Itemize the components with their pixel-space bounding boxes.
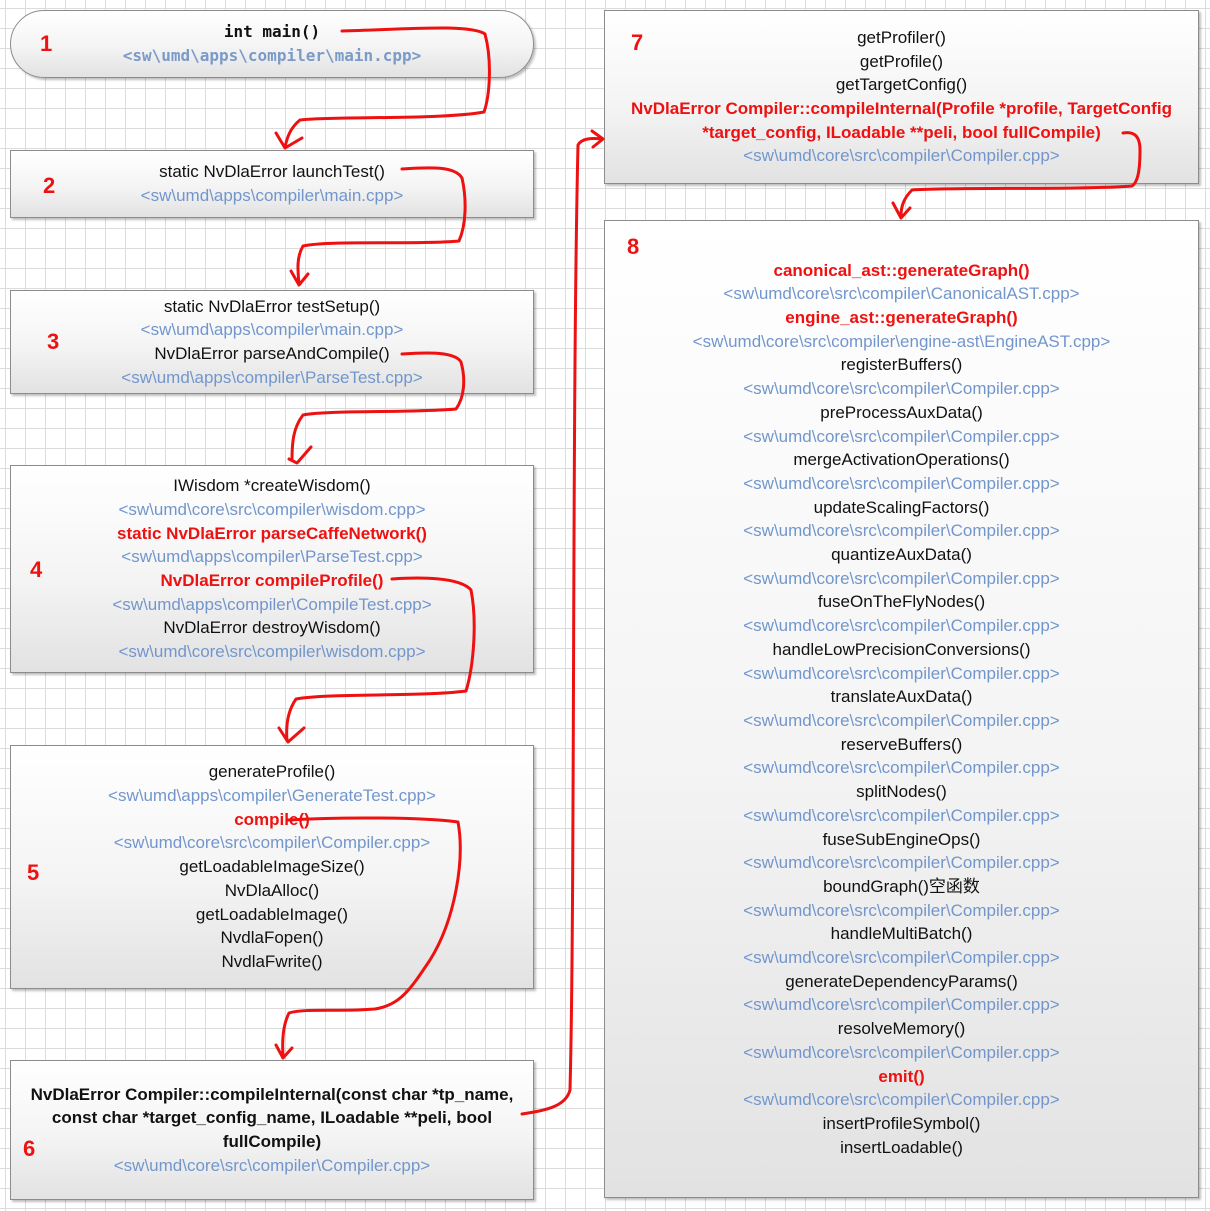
step-box-8: canonical_ast::generateGraph()<sw\umd\co… — [604, 220, 1199, 1198]
function-label: getProfile() — [859, 51, 944, 71]
arrow-3-to-4 — [287, 351, 466, 465]
function-label: static NvDlaError testSetup() — [163, 296, 381, 316]
function-label: NvdlaFwrite() — [221, 951, 323, 971]
function-label: mergeActivationOperations() — [793, 450, 1010, 470]
source-path-label: <sw\umd\apps\compiler\main.cpp> — [122, 46, 422, 65]
source-path-label: <sw\umd\apps\compiler\main.cpp> — [140, 186, 404, 205]
function-label: NvDlaError parseAndCompile() — [154, 344, 390, 363]
function-label: NvDlaError destroyWisdom() — [163, 618, 381, 638]
function-label: quantizeAuxData() — [831, 545, 972, 565]
function-label: preProcessAuxData() — [820, 402, 983, 422]
source-path-label: <sw\umd\core\src\compiler\Compiler.cpp> — [743, 853, 1060, 873]
step-number-5: 5 — [27, 860, 40, 885]
source-path-label: <sw\umd\core\src\compiler\Compiler.cpp> — [743, 758, 1060, 778]
source-path-label: <sw\umd\core\src\compiler\Compiler.cpp> — [743, 805, 1060, 825]
source-path-label: <sw\umd\core\src\compiler\Compiler.cpp> — [743, 711, 1060, 730]
step-number-1: 1 — [40, 31, 53, 56]
arrow-7-to-8 — [891, 131, 1142, 220]
arrow-6-to-7 — [520, 129, 605, 1116]
step-box-5: generateProfile() <sw\umd\apps\compiler\G… — [10, 745, 534, 989]
step-number-2: 2 — [43, 173, 56, 198]
source-path-label: <sw\umd\core\src\compiler\wisdom.cpp> — [118, 499, 426, 519]
source-path-label: <sw\umd\core\src\compiler\Compiler.cpp> — [113, 1155, 431, 1175]
step-number-7: 7 — [631, 30, 644, 55]
source-path-label: <sw\umd\core\src\compiler\Compiler.cpp> — [743, 1042, 1060, 1062]
source-path-label: <sw\umd\core\src\compiler\Compiler.cpp> — [743, 1090, 1060, 1110]
step-box-3: static NvDlaError testSetup() <sw\umd\app… — [10, 290, 534, 394]
source-path-label: <sw\umd\apps\compiler\ParseTest.cpp> — [121, 547, 423, 567]
function-label: updateScalingFactors() — [813, 497, 990, 517]
source-path-label: <sw\umd\core\src\compiler\Compiler.cpp> — [743, 426, 1060, 446]
arrow-4-to-5 — [277, 576, 476, 744]
source-path-label: <sw\umd\core\src\compiler\Compiler.cpp> — [113, 833, 431, 853]
function-label: fuseOnTheFlyNodes() — [817, 592, 986, 612]
function-signature-label: NvDlaError Compiler::compileInternal(con… — [30, 1084, 514, 1151]
arrow-1-to-2 — [274, 26, 491, 150]
function-label: translateAuxData() — [830, 687, 973, 707]
function-label: splitNodes() — [856, 782, 947, 802]
function-label: IWisdom *createWisdom() — [173, 476, 371, 496]
highlighted-function-label: engine_ast::generateGraph() — [785, 308, 1018, 328]
function-label: reserveBuffers() — [840, 734, 963, 754]
function-label: handleLowPrecisionConversions() — [772, 639, 1031, 659]
source-path-label: <sw\umd\core\src\compiler\Compiler.cpp> — [743, 379, 1060, 399]
source-path-label: <sw\umd\apps\compiler\CompileTest.cpp> — [112, 594, 432, 614]
function-label: generateDependencyParams() — [785, 971, 1018, 991]
step-box-4: IWisdom *createWisdom() <sw\umd\core\src\… — [10, 465, 534, 673]
function-label: resolveMemory() — [837, 1019, 966, 1039]
function-label: getLoadableImageSize() — [179, 857, 365, 877]
source-path-label: <sw\umd\core\src\compiler\wisdom.cpp> — [118, 642, 426, 662]
highlighted-function-label: static NvDlaError parseCaffeNetwork() — [117, 523, 427, 543]
source-path-label: <sw\umd\core\src\compiler\Compiler.cpp> — [743, 473, 1060, 493]
highlighted-function-label: emit() — [878, 1066, 925, 1086]
step-box-2: static NvDlaError launchTest() <sw\umd\ap… — [10, 150, 534, 218]
function-label: boundGraph()空函数 — [823, 876, 980, 896]
source-path-label: <sw\umd\core\src\compiler\Compiler.cpp> — [743, 568, 1060, 588]
source-path-label: <sw\umd\core\src\compiler\engine-ast\Eng… — [692, 331, 1111, 351]
source-path-label: <sw\umd\core\src\compiler\Compiler.cpp> — [743, 521, 1060, 541]
arrow-5-to-6 — [274, 816, 462, 1060]
step-box-6: NvDlaError Compiler::compileInternal(con… — [10, 1060, 534, 1200]
function-label: handleMultiBatch() — [830, 924, 973, 944]
function-label: registerBuffers() — [840, 355, 963, 375]
step-number-8: 8 — [627, 234, 640, 259]
source-path-label: <sw\umd\core\src\compiler\Compiler.cpp> — [743, 616, 1060, 636]
function-label: fuseSubEngineOps() — [822, 829, 981, 849]
step-box-7: getProfiler() getProfile() getTargetConfig… — [604, 10, 1199, 184]
function-label: generateProfile() — [208, 762, 336, 782]
source-path-label: <sw\umd\apps\compiler\ParseTest.cpp> — [121, 367, 423, 387]
source-path-label: <sw\umd\core\src\compiler\Compiler.cpp> — [743, 995, 1060, 1015]
step-box-1: int main() <sw\umd\apps\compiler\main.cpp… — [10, 10, 534, 78]
source-path-label: <sw\umd\apps\compiler\main.cpp> — [140, 320, 404, 340]
source-path-label: <sw\umd\core\src\compiler\Compiler.cpp> — [743, 663, 1060, 683]
function-label: NvDlaAlloc() — [224, 880, 320, 900]
step-number-4: 4 — [30, 557, 43, 582]
highlighted-function-label: NvDlaError Compiler::compileInternal(Pro… — [631, 99, 1172, 142]
function-label: insertProfileSymbol() — [822, 1113, 981, 1133]
function-label: getProfiler() — [857, 27, 946, 47]
step-number-6: 6 — [23, 1136, 36, 1161]
function-label: getTargetConfig() — [835, 75, 968, 95]
source-path-label: <sw\umd\apps\compiler\GenerateTest.cpp> — [108, 786, 436, 806]
function-label: NvdlaFopen() — [220, 928, 324, 948]
source-path-label: <sw\umd\core\src\compiler\CanonicalAST.c… — [723, 284, 1080, 304]
function-label: static NvDlaError launchTest() — [159, 162, 385, 182]
highlighted-function-label: NvDlaError compileProfile() — [160, 571, 384, 590]
function-label: int main() — [223, 22, 321, 42]
function-label: insertLoadable() — [840, 1137, 963, 1157]
highlighted-function-label: compile() — [234, 809, 310, 829]
source-path-label: <sw\umd\core\src\compiler\Compiler.cpp> — [743, 948, 1060, 968]
step-number-3: 3 — [47, 329, 60, 354]
source-path-label: <sw\umd\core\src\compiler\Compiler.cpp> — [743, 900, 1060, 920]
function-label: getLoadableImage() — [195, 904, 349, 924]
source-path-label: <sw\umd\core\src\compiler\Compiler.cpp> — [743, 146, 1060, 166]
arrow-2-to-3 — [289, 166, 467, 287]
highlighted-function-label: canonical_ast::generateGraph() — [773, 260, 1030, 280]
